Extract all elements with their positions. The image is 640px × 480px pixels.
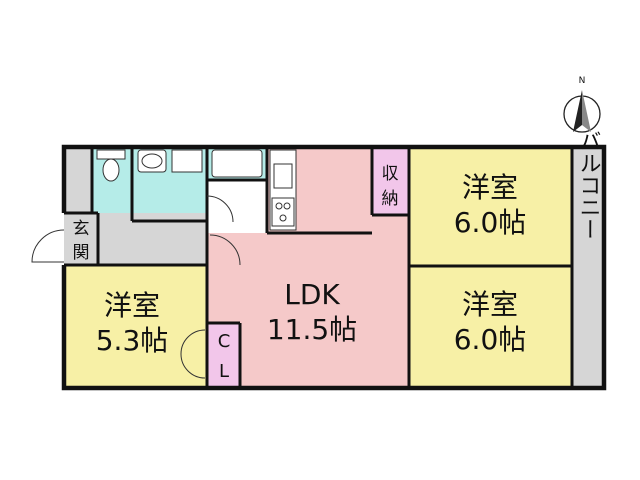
compass: N bbox=[563, 76, 601, 133]
closet-label-line2: L bbox=[219, 361, 229, 382]
compass-needle-icon bbox=[573, 90, 582, 132]
ldk-size: 11.5帖 bbox=[267, 313, 357, 346]
bedroom-top-right-type: 洋室 bbox=[462, 171, 518, 204]
doors bbox=[31, 195, 241, 379]
balcony-area bbox=[572, 147, 604, 388]
bedroom-left-type: 洋室 bbox=[104, 289, 160, 322]
fixtures bbox=[96, 149, 297, 231]
entrance-door-icon bbox=[31, 229, 65, 263]
storage-label-line1: 収 bbox=[382, 164, 399, 184]
balcony-label: バルコニー bbox=[576, 130, 601, 240]
toilet-bowl-icon bbox=[102, 158, 120, 182]
closet-strip bbox=[64, 147, 92, 213]
closet-room bbox=[207, 323, 240, 388]
interior-walls bbox=[64, 147, 574, 388]
bathtub-icon bbox=[211, 149, 263, 178]
storage-room bbox=[372, 147, 409, 215]
closet-label-line1: C bbox=[218, 331, 231, 352]
bathroom-lower bbox=[207, 180, 267, 213]
exterior-walls bbox=[61, 144, 607, 391]
stove-icon bbox=[271, 197, 295, 227]
sink-icon bbox=[273, 163, 293, 189]
bedroom-top-right-room bbox=[409, 147, 572, 266]
storage-label-line2: 納 bbox=[382, 189, 399, 209]
toilet-tank-icon bbox=[96, 149, 126, 160]
bedroom-left-room bbox=[64, 265, 207, 388]
ldk-door-icon bbox=[209, 234, 241, 266]
compass-north-label: N bbox=[579, 76, 586, 86]
washing-machine-icon bbox=[171, 149, 203, 173]
hall-door-icon bbox=[206, 195, 234, 223]
ldk-room-upper bbox=[267, 215, 409, 235]
entrance-area bbox=[64, 213, 98, 265]
bedroom-left-size: 5.3帖 bbox=[96, 324, 169, 357]
bedroom-bottom-right-type: 洋室 bbox=[462, 288, 518, 321]
entrance-label-line2: 関 bbox=[73, 243, 90, 263]
ldk-type: LDK bbox=[284, 278, 340, 311]
bedroom-left-door-icon bbox=[180, 329, 206, 355]
room-labels: 洋室 6.0帖 洋室 6.0帖 洋室 5.3帖 LDK 11.5帖 収 納 玄 … bbox=[73, 130, 601, 382]
bedroom-top-right-size: 6.0帖 bbox=[454, 206, 527, 239]
bedroom-bottom-right-room bbox=[409, 266, 572, 388]
entrance-label-line1: 玄 bbox=[73, 219, 90, 239]
bedroom-bottom-right-size: 6.0帖 bbox=[454, 323, 527, 356]
